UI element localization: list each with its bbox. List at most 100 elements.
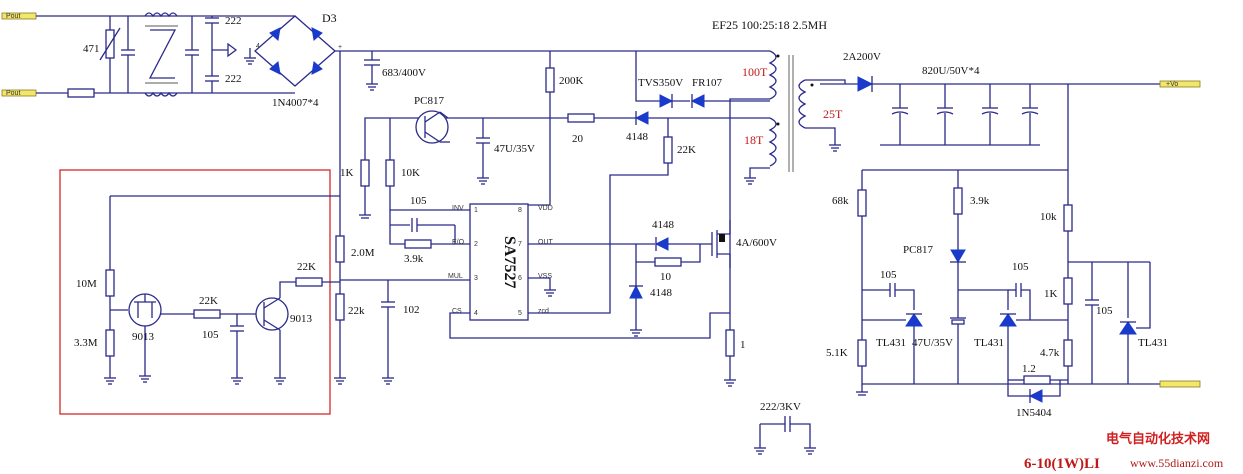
r-startup bbox=[545, 67, 555, 93]
r-2m bbox=[335, 235, 345, 263]
pin-num-4: 4 bbox=[474, 310, 478, 317]
r-4k7 bbox=[1063, 339, 1073, 367]
r-5k1 bbox=[857, 339, 867, 367]
transformer: 100T 18T 25T EF25 100:25:18 2.5MH bbox=[712, 18, 843, 172]
r-22k-out bbox=[295, 277, 323, 287]
r-22k-out-label: 22K bbox=[297, 261, 316, 273]
r-1k-fb bbox=[1063, 277, 1073, 305]
aux-rect-diode bbox=[634, 111, 649, 125]
secondary-winding bbox=[798, 79, 807, 129]
r-1k bbox=[360, 159, 370, 187]
pin-inv: INV bbox=[452, 205, 464, 212]
cm-choke-top bbox=[144, 12, 178, 18]
r-10m bbox=[105, 269, 115, 297]
fuse bbox=[67, 88, 95, 98]
r-3m3 bbox=[105, 329, 115, 357]
pin-num-2: 2 bbox=[474, 241, 478, 248]
bridge-diode-2 bbox=[311, 27, 323, 41]
tl431-b-label: TL431 bbox=[974, 337, 1004, 349]
tl431-a bbox=[905, 313, 923, 327]
pin-cs: CS bbox=[452, 308, 462, 315]
primary-winding bbox=[768, 50, 777, 100]
r-10m-label: 10M bbox=[76, 278, 97, 290]
bridge-diode-3 bbox=[269, 61, 281, 75]
watermark-site: 电气自动化技术网 bbox=[1106, 431, 1210, 446]
r-1r2 bbox=[1023, 375, 1051, 385]
r-22k-zcd bbox=[663, 136, 673, 164]
output-terminal-minus bbox=[1159, 380, 1201, 388]
cm-choke-bottom bbox=[144, 91, 178, 97]
tl431-b bbox=[999, 313, 1017, 327]
output-capacitors bbox=[880, 84, 1040, 146]
svg-text:4: 4 bbox=[256, 43, 260, 50]
bridge-rectifier: D3 1N4007*4 + 4 bbox=[250, 11, 342, 109]
r-22k-div bbox=[335, 293, 345, 321]
aux-cap-105-label: 105 bbox=[202, 329, 219, 341]
r-startup-label: 200K bbox=[559, 75, 584, 87]
pin-eo: E/O bbox=[452, 239, 465, 246]
secondary-turns: 25T bbox=[823, 107, 843, 121]
varistor-label: 471 bbox=[83, 43, 100, 55]
figure-title: 6-10(1W)LI bbox=[1024, 456, 1100, 472]
cap-105-c-label: 105 bbox=[1096, 305, 1113, 317]
y-cap-label: 222/3KV bbox=[760, 401, 801, 413]
r-1k-label: 1K bbox=[340, 167, 354, 179]
r-1k-fb-label: 1K bbox=[1044, 288, 1058, 300]
gate-diode-label: 4148 bbox=[652, 219, 675, 231]
clamp-diode bbox=[629, 284, 643, 299]
mosfet-label: 4A/600V bbox=[736, 237, 777, 249]
pin-num-1: 1 bbox=[474, 207, 478, 214]
tl431-c-label: TL431 bbox=[1138, 337, 1168, 349]
input-filter: Pout Pout 471 222 222 bbox=[1, 12, 256, 98]
sa7527-chip bbox=[469, 203, 529, 321]
gate-diode bbox=[654, 237, 669, 251]
r-3m3-label: 3.3M bbox=[74, 337, 98, 349]
pin-zcd: zcd bbox=[538, 308, 549, 315]
pin-num-5: 5 bbox=[518, 310, 522, 317]
input-terminal-top-label: Pout bbox=[6, 13, 20, 20]
input-terminal-bottom-label: Pout bbox=[6, 90, 20, 97]
r-68k-label: 68k bbox=[832, 195, 849, 207]
y-capacitor: 222/3KV bbox=[754, 401, 816, 455]
tl431-a-label: TL431 bbox=[876, 337, 906, 349]
r-3k9-led-label: 3.9k bbox=[970, 195, 990, 207]
tvs-label: TVS350V bbox=[638, 77, 683, 89]
ic-name: SA7527 bbox=[501, 236, 518, 288]
pin-num-8: 8 bbox=[518, 207, 522, 214]
controller-ic: SA7527 INV E/O MUL CS VDD OUT VSS zcd 1 … bbox=[448, 203, 554, 321]
highlight-box bbox=[59, 169, 331, 415]
aux-turns: 18T bbox=[744, 133, 764, 147]
tl431-c bbox=[1119, 321, 1137, 335]
output-diode-label: 2A200V bbox=[843, 51, 881, 63]
r-10k bbox=[385, 159, 395, 187]
r-22k-div-label: 22k bbox=[348, 305, 365, 317]
r-1r2-label: 1.2 bbox=[1022, 363, 1036, 375]
r-gate-10 bbox=[654, 257, 682, 267]
output-terminal-plus-label: +Vo bbox=[1166, 81, 1178, 88]
pin-out: OUT bbox=[538, 239, 554, 246]
r-22k-base bbox=[193, 309, 221, 319]
output-caps-label: 820U/50V*4 bbox=[922, 65, 980, 77]
r-gate-label: 10 bbox=[660, 271, 672, 283]
bridge-ref: D3 bbox=[322, 11, 337, 25]
pin-vss: VSS bbox=[538, 273, 552, 280]
optocoupler-primary: PC817 bbox=[414, 95, 450, 144]
cap-102-label: 102 bbox=[403, 304, 420, 316]
pin-vdd: VDD bbox=[538, 205, 553, 212]
q1-label: 9013 bbox=[132, 331, 155, 343]
y-cap-bottom-label: 222 bbox=[225, 73, 242, 85]
r-10k-label: 10K bbox=[401, 167, 420, 179]
bulk-cap-label: 683/400V bbox=[382, 67, 426, 79]
r-sense bbox=[725, 329, 735, 357]
output-diode bbox=[857, 76, 874, 92]
r-10k-fb-label: 10k bbox=[1040, 211, 1057, 223]
watermark-url: www.55dianzi.com bbox=[1130, 456, 1224, 470]
r-4k7-label: 4.7k bbox=[1040, 347, 1060, 359]
bulk-capacitor: 683/400V bbox=[364, 51, 426, 91]
r-2m-label: 2.0M bbox=[351, 247, 375, 259]
q2-label: 9013 bbox=[290, 313, 313, 325]
aux-winding bbox=[768, 117, 777, 167]
pc817-primary-label: PC817 bbox=[414, 95, 444, 107]
aux-diode-label: 4148 bbox=[626, 131, 649, 143]
